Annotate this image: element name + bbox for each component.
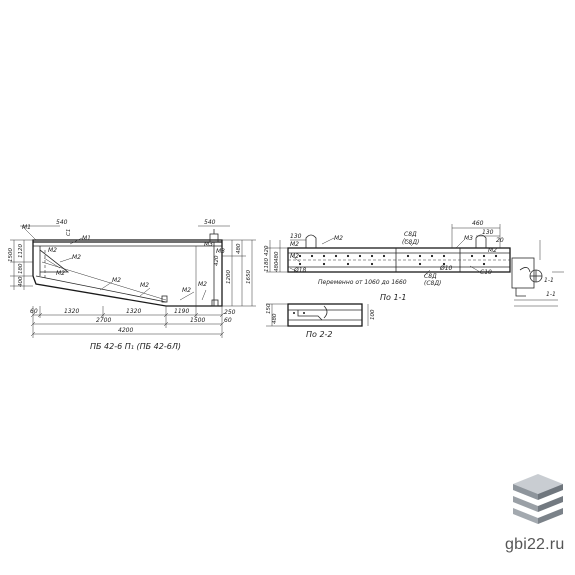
dim-bottom-3: 1190 [174,308,189,315]
dim-bottom-1: 1320 [64,308,79,315]
right-label-d18: Ø18 [293,267,307,274]
dim-right-2: 480 [236,243,242,254]
dim-right-0: 1200 [226,270,232,284]
right-dim-left-2: 480 [274,261,280,272]
right-top-dim: 460 [472,220,484,227]
sec-dim-1: 480 [272,313,278,324]
right-label-c8d-a: C8Д [404,231,417,238]
dim-left-2: 180 [18,263,24,274]
right-note: Переменно от 1060 до 1660 [318,279,407,286]
label-m1-a: M1 [22,224,31,231]
sec-dim-0: 150 [266,303,272,314]
dim-right-3: 250 [224,309,236,316]
dim-left-0: 1500 [8,248,14,262]
right-dim-top-1: 20 [496,237,504,244]
dim-right-4: 420 [214,255,220,266]
rebar-dots [298,254,498,266]
dim-top-right: 540 [204,219,216,226]
right-dim-left-3: 1180 [264,258,270,272]
dim-right-5: 60 [224,317,232,324]
left-elevation-view: 540 540 M1 M1 M2 M2 M2 M2 M2 M2 M2 M3 M3… [8,219,256,351]
section-2-2-label: По 2-2 [306,330,333,339]
right-plan-view: 460 130 20 130 420 480 480 1180 M2 M2 M2… [264,220,564,307]
dim-right-1: 1650 [246,270,252,284]
right-label-m2-b: M2 [290,241,299,248]
right-dim-left-1: 480 [274,251,280,262]
right-dim-top-0: 130 [482,229,494,236]
end-detail: 1-1 1-1 [511,240,564,307]
site-watermark: gbi22.ru [505,536,565,553]
right-label-m2-d: M2 [488,247,497,254]
label-m3-a: M3 [216,248,225,255]
dim-left-3: 400 [18,276,24,287]
label-m2-d: M2 [140,282,149,289]
label-m2-g: M2 [48,247,57,254]
section-mark-a: 1-1 [544,277,554,284]
dim-bottom-0: 60 [30,308,38,315]
sec-dim-2: 100 [370,309,376,320]
right-label-c8d-c: C8Д [424,273,437,280]
right-dim-left-0: 420 [264,245,270,256]
right-label-m3: M3 [464,235,473,242]
dimension-ticks [30,312,225,337]
gbi-logo-icon [513,474,563,524]
right-label-c10: С10 [480,269,492,276]
right-label-c8d-d: (С8Д) [424,280,441,287]
label-m3-b: M3 [204,241,213,248]
dim-left-1: 1120 [18,244,24,258]
left-view-caption: ПБ 42-6 П₁ (ПБ 42-6Л) [90,342,181,351]
label-m2-c: M2 [112,277,121,284]
label-m2-e: M2 [182,287,191,294]
label-c1: C1 [66,229,72,236]
right-label-m2-c: M2 [290,253,299,260]
dim-2700: 2700 [96,317,111,324]
dim-top-left: 540 [56,219,68,226]
label-m2-b: M2 [56,270,65,277]
label-m2-f: M2 [198,281,207,288]
label-m2-a: M2 [72,254,81,261]
dim-1500: 1500 [190,317,205,324]
dim-bottom-2: 1320 [126,308,141,315]
right-label-d10: Ø10 [439,265,453,272]
right-section-label: По 1-1 [380,293,407,302]
right-label-c8d-b: (С8Д) [402,239,419,246]
right-label-m2-a: M2 [334,235,343,242]
right-dim-130: 130 [290,233,302,240]
dim-total-length: 4200 [118,327,133,334]
section-mark-b: 1-1 [546,291,556,298]
section-2-2-view: 150 480 100 По 2-2 [266,303,376,339]
label-m1-b: M1 [82,235,91,242]
